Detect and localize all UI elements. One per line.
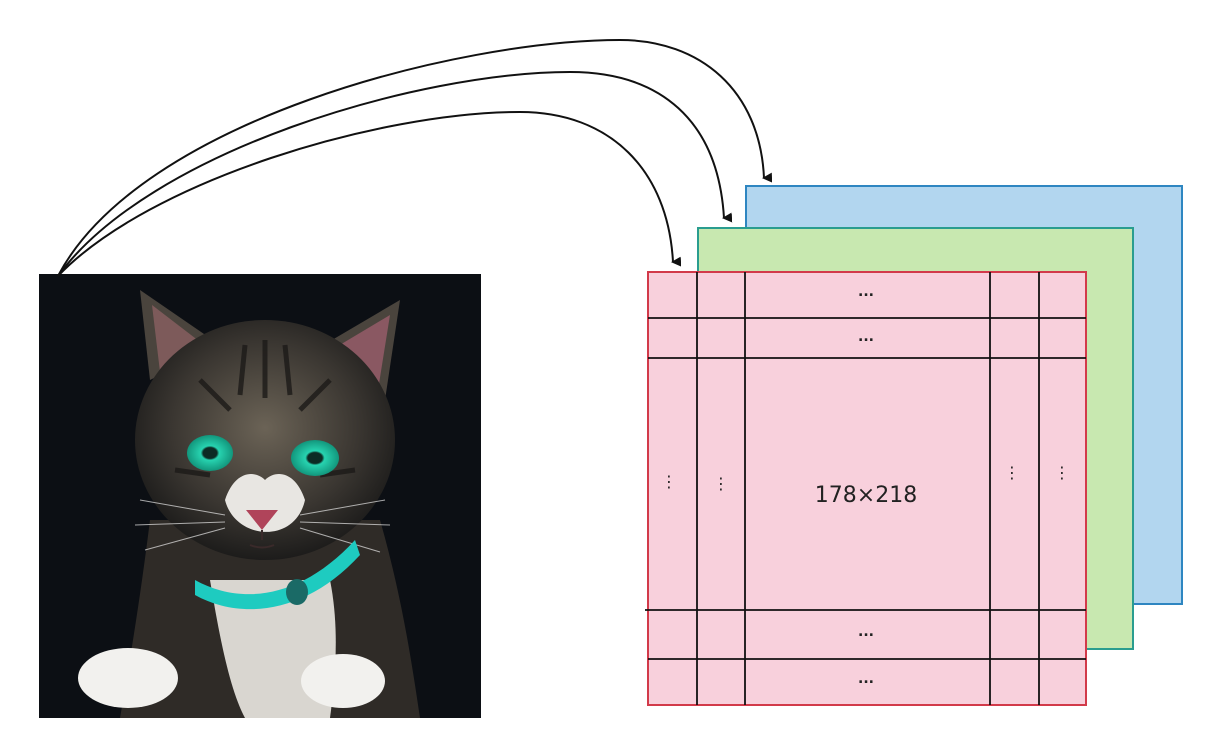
cat-collar-tag [286,579,308,605]
cat-left-ear-inner [152,305,208,372]
arrow-to-front-layer [57,110,682,277]
col-ellipsis-left-1: ⋮ [661,472,677,491]
row-ellipsis-bottom-2: ... [858,671,874,687]
cat-stripes [174,340,356,478]
layer-front [647,271,1087,706]
arrow-to-back-layer [57,38,773,277]
center-size-label: 178×218 [815,483,917,508]
col-ellipsis-left-2: ⋮ [713,474,729,493]
cat-photo [39,274,481,718]
grid-labels: ... ... ... ... ⋮ ⋮ ⋮ ⋮ 178×218 [661,284,1070,687]
arrow-to-middle-layer [57,70,733,277]
row-ellipsis-top-1: ... [858,284,874,300]
cat-right-ear-inner [328,315,390,390]
col-ellipsis-right-1: ⋮ [1004,463,1020,482]
cat-right-eye [291,440,339,476]
front-grid-lines [645,272,1086,705]
cat-mouth [249,530,275,549]
cat-muzzle [225,474,305,532]
cat-whiskers [134,499,391,553]
cat-right-paw [301,654,385,708]
row-ellipsis-top-2: ... [858,329,874,345]
cat-collar [195,540,360,610]
channel-arrows [57,38,773,277]
cat-nose [246,510,278,530]
cat-left-paw [78,648,178,708]
row-ellipsis-bottom-1: ... [858,624,874,640]
col-ellipsis-right-2: ⋮ [1054,463,1070,482]
channel-layers [647,185,1183,706]
cat-left-eye [187,435,233,471]
